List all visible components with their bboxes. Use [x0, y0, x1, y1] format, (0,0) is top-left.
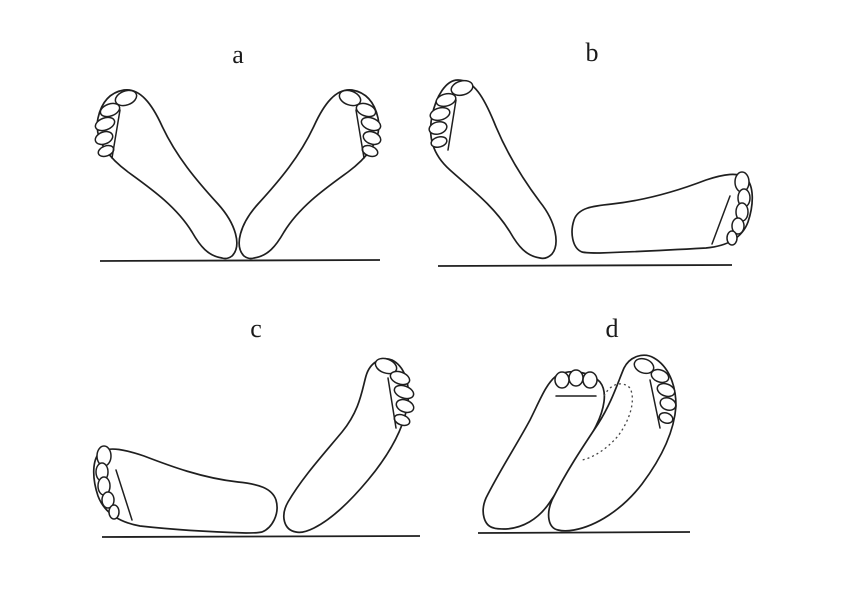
panel-c-right-foot	[283, 357, 415, 534]
panel-d-hidden-outline	[581, 383, 633, 461]
panel-b-right-foot	[571, 171, 754, 254]
panel-a-drawing	[94, 89, 382, 262]
panel-c-left-foot	[92, 445, 278, 534]
panel-a-ground-line	[99, 259, 381, 262]
panel-c-drawing	[92, 357, 421, 538]
panel-a-label: a	[232, 40, 244, 69]
panel-b-label: b	[585, 38, 599, 67]
panel-b-right-toes	[711, 171, 751, 246]
panel-d-ground-line	[477, 531, 691, 534]
panel-b-ground-line	[437, 264, 733, 267]
panel-c-left-toes	[95, 445, 133, 521]
panel-d-front-foot	[547, 354, 677, 532]
panel-a-right-foot	[238, 89, 382, 260]
panel-d-back-toes	[554, 369, 598, 397]
panel-a-right-toes	[338, 89, 382, 159]
panel-d-drawing	[477, 354, 691, 534]
panel-d-back-foot	[482, 369, 606, 530]
panel-c-ground-line	[101, 535, 421, 538]
panel-d-front-toes	[633, 357, 677, 429]
panel-d-label: d	[605, 314, 619, 343]
panel-b-left-toes	[428, 79, 474, 151]
panel-b-drawing	[428, 79, 754, 267]
panel-c-label: c	[250, 314, 262, 343]
panel-a-left-foot	[94, 89, 238, 260]
panel-a-left-toes	[94, 89, 138, 159]
panel-b-left-foot	[428, 79, 557, 260]
panel-c-right-toes	[374, 357, 415, 429]
